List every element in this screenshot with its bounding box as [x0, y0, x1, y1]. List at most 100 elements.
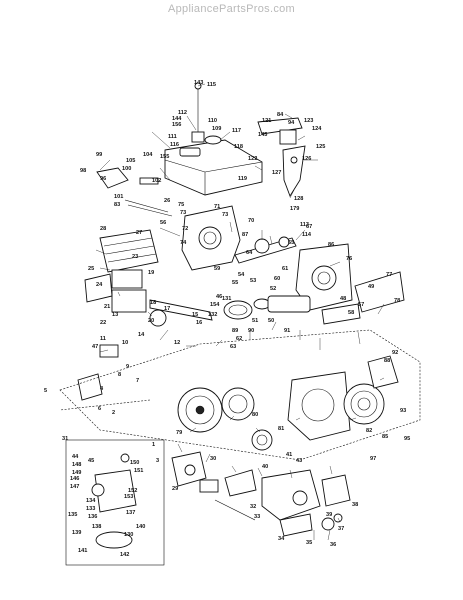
- callout-label: 40: [262, 464, 268, 470]
- callout-label: 85: [382, 434, 388, 440]
- callout-label: 45: [88, 458, 94, 464]
- flywheel: [177, 387, 223, 433]
- callout-label: 82: [366, 428, 372, 434]
- callout-label: 23: [132, 254, 138, 260]
- callout-label: 104: [143, 152, 153, 158]
- callout-label: 47: [92, 344, 98, 350]
- callout-label: 22: [100, 320, 106, 326]
- callout-label: 52: [270, 286, 276, 292]
- callout-label: 16: [196, 320, 202, 326]
- callout-label: 10: [122, 340, 128, 346]
- heat-shield: [321, 474, 351, 531]
- callout-label: 31: [62, 436, 68, 442]
- leader-lines: [95, 83, 385, 541]
- callout-label: 110: [208, 118, 217, 124]
- callout-label: 37: [338, 526, 344, 532]
- callout-label: 26: [164, 198, 170, 204]
- assembly-outline: [59, 329, 421, 461]
- callout-label: 140: [136, 524, 145, 530]
- callout-label: 100: [122, 166, 131, 172]
- carburetor: [171, 451, 219, 493]
- callout-label: 97: [370, 456, 376, 462]
- callout-label: 19: [148, 270, 154, 276]
- callout-label: 8: [118, 372, 121, 378]
- callout-label: 41: [286, 452, 292, 458]
- callout-label: 21: [104, 304, 110, 310]
- callout-label: 145: [258, 132, 267, 138]
- callout-label: 71: [214, 204, 220, 210]
- callout-label: 57: [358, 302, 364, 308]
- callout-label: 91: [284, 328, 290, 334]
- callout-labels: 115 112 156 110 109 117 121 84 94 123 12…: [44, 80, 410, 558]
- callout-label: 146: [70, 476, 79, 482]
- callout-label: 73: [222, 212, 228, 218]
- callout-label: 136: [88, 514, 97, 520]
- callout-label: 112: [178, 110, 187, 116]
- crankcase: [181, 205, 241, 271]
- callout-label: 5: [44, 388, 47, 394]
- gasket-and-rings: [223, 295, 311, 320]
- callout-label: 143: [194, 80, 203, 86]
- callout-label: 135: [68, 512, 77, 518]
- cylinder-head: [99, 229, 159, 289]
- callout-label: 15: [192, 312, 198, 318]
- callout-label: 111: [168, 134, 177, 140]
- callout-label: 80: [252, 412, 258, 418]
- callout-label: 116: [170, 142, 179, 148]
- callout-label: 9: [126, 364, 129, 370]
- callout-label: 2: [112, 410, 115, 416]
- callout-label: 127: [272, 170, 281, 176]
- callout-label: 11: [100, 336, 106, 342]
- callout-label: 137: [126, 510, 135, 516]
- callout-label: 28: [100, 226, 106, 232]
- callout-label: 124: [312, 126, 322, 132]
- callout-label: 113: [300, 222, 309, 228]
- callout-label: 148: [72, 462, 81, 468]
- callout-label: 59: [214, 266, 220, 272]
- callout-label: 147: [70, 484, 79, 490]
- callout-label: 4: [100, 386, 104, 392]
- callout-label: 123: [304, 118, 313, 124]
- small-linkage-left: [96, 167, 173, 217]
- callout-label: 76: [346, 256, 352, 262]
- callout-label: 83: [114, 202, 120, 208]
- callout-label: 144: [172, 116, 182, 122]
- callout-label: 50: [268, 318, 274, 324]
- callout-label: 86: [328, 242, 334, 248]
- callout-label: 63: [230, 344, 236, 350]
- callout-label: 44: [72, 454, 79, 460]
- callout-label: 56: [160, 220, 166, 226]
- callout-label: 98: [80, 168, 86, 174]
- callout-label: 53: [250, 278, 256, 284]
- callout-label: 35: [306, 540, 312, 546]
- callout-label: 121: [262, 118, 271, 124]
- callout-label: 125: [316, 144, 325, 150]
- callout-label: 115: [207, 82, 216, 88]
- throttle-bracket: [257, 117, 306, 198]
- watermark-text: AppliancePartsPros.com: [167, 3, 296, 15]
- muffler-assembly: [261, 469, 321, 537]
- callout-label: 51: [252, 318, 258, 324]
- callout-label: 102: [152, 178, 161, 184]
- callout-label: 25: [88, 266, 94, 272]
- callout-label: 139: [72, 530, 81, 536]
- callout-label: 24: [96, 282, 103, 288]
- callout-label: 150: [130, 460, 139, 466]
- valve-cover-left: [77, 273, 119, 401]
- callout-label: 73: [180, 210, 186, 216]
- carburetor-inset: [65, 439, 165, 566]
- callout-label: 55: [232, 280, 238, 286]
- callout-label: 38: [352, 502, 358, 508]
- callout-label: 93: [400, 408, 406, 414]
- callout-label: 67: [306, 224, 312, 230]
- callout-label: 101: [114, 194, 123, 200]
- callout-label: 60: [274, 276, 280, 282]
- callout-label: 78: [394, 298, 400, 304]
- callout-label: 88: [384, 358, 390, 364]
- callout-label: 46: [216, 294, 222, 300]
- recoil-starter: [343, 383, 385, 425]
- callout-label: 72: [182, 226, 188, 232]
- callout-label: 154: [210, 302, 220, 308]
- callout-label: 89: [232, 328, 238, 334]
- callout-label: 118: [234, 144, 243, 150]
